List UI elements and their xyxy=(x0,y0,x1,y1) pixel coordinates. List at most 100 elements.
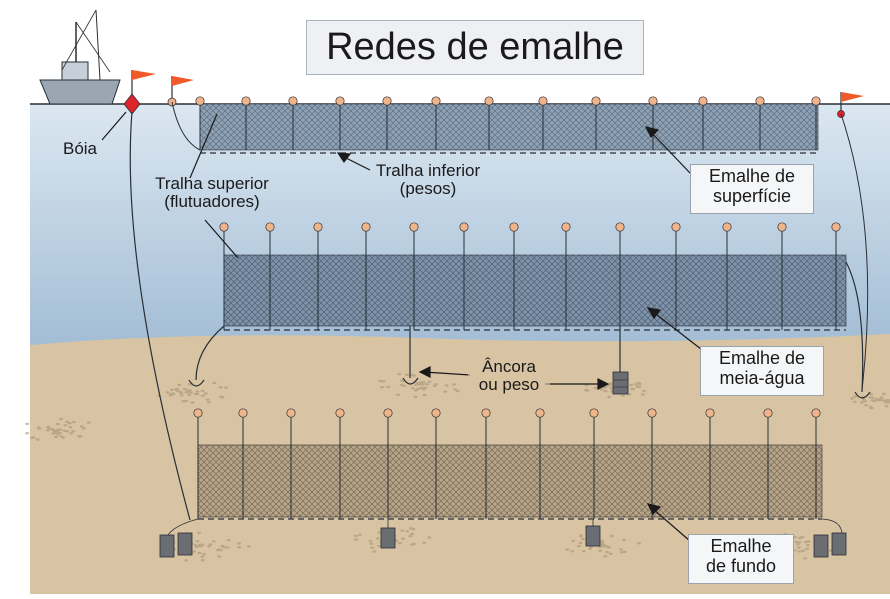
seabed-pebble xyxy=(199,545,203,547)
midwater-net-float xyxy=(723,223,731,231)
seabed-pebble xyxy=(642,390,646,392)
seabed-pebble xyxy=(247,545,251,547)
seabed-pebble xyxy=(227,539,231,541)
seabed-pebble xyxy=(219,549,223,551)
flag-left xyxy=(168,76,194,106)
bottom-net-label: Emalhe de fundo xyxy=(688,534,794,584)
seabed-pebble xyxy=(797,546,801,548)
seabed-pebble xyxy=(189,391,193,393)
top-line-label: Tralha superior (flutuadores) xyxy=(144,175,280,211)
seabed-pebble xyxy=(183,388,187,390)
top-line-label-line1: Tralha superior xyxy=(144,175,280,193)
seabed-pebble xyxy=(204,392,208,394)
seabed-pebble xyxy=(200,556,204,558)
seabed-pebble xyxy=(443,390,447,392)
bottom-net-float xyxy=(706,409,714,417)
seabed-pebble xyxy=(804,541,808,543)
seabed-pebble xyxy=(217,555,221,557)
midwater-net-float xyxy=(616,223,624,231)
seabed-pebble xyxy=(219,386,223,388)
seabed-pebble xyxy=(405,374,409,376)
seabed-pebble xyxy=(582,550,586,552)
seabed-pebble xyxy=(599,388,603,390)
seabed-pebble xyxy=(184,559,188,561)
surface-net-float xyxy=(432,97,440,105)
seabed-pebble xyxy=(370,543,374,545)
seabed-pebble xyxy=(422,542,426,544)
surface-net-float xyxy=(336,97,344,105)
seabed-pebble xyxy=(577,545,581,547)
seabed-pebble xyxy=(414,396,418,398)
midwater-net-float xyxy=(562,223,570,231)
seabed-pebble xyxy=(622,539,626,541)
buoy-label-text: Bóia xyxy=(63,139,97,158)
seabed-pebble xyxy=(56,423,60,425)
anchor-label-line1: Âncora xyxy=(468,358,550,376)
seabed-pebble xyxy=(379,380,383,382)
seabed-pebble xyxy=(46,429,50,431)
seabed-pebble xyxy=(880,397,884,399)
seabed-pebble xyxy=(607,546,611,548)
seabed-pebble xyxy=(416,388,420,390)
seabed-pebble xyxy=(358,534,362,536)
seabed-pebble xyxy=(609,553,613,555)
seabed-pebble xyxy=(195,390,199,392)
seabed-pebble xyxy=(885,405,889,407)
bottom-net-float xyxy=(764,409,772,417)
seabed-pebble xyxy=(192,550,196,552)
seabed-pebble xyxy=(59,435,63,437)
bottom-net-float xyxy=(384,409,392,417)
seabed-pebble xyxy=(635,385,639,387)
diagram-title: Redes de emalhe xyxy=(326,26,624,69)
seabed-pebble xyxy=(607,396,611,398)
seabed-pebble xyxy=(54,436,58,438)
seabed-pebble xyxy=(621,395,625,397)
midwater-net-float xyxy=(510,223,518,231)
seabed-pebble xyxy=(428,381,432,383)
seabed-pebble xyxy=(869,406,873,408)
surface-net-label-line2: superfície xyxy=(697,187,807,207)
seabed-pebble xyxy=(170,389,174,391)
surface-net-float xyxy=(289,97,297,105)
seabed-pebble xyxy=(201,390,205,392)
seabed-pebble xyxy=(868,396,872,398)
bottom-net-float xyxy=(590,409,598,417)
seabed-pebble xyxy=(629,384,633,386)
seabed-pebble xyxy=(175,388,179,390)
seabed-pebble xyxy=(372,550,376,552)
seabed-pebble xyxy=(584,389,588,391)
seabed-pebble xyxy=(420,387,424,389)
seabed-pebble xyxy=(425,383,429,385)
seabed-pebble xyxy=(411,528,415,530)
top-line-label-line2: (flutuadores) xyxy=(144,193,280,211)
midwater-net-label-line1: Emalhe de xyxy=(707,349,817,369)
bottom-net-float xyxy=(287,409,295,417)
midwater-net-float xyxy=(266,223,274,231)
seabed-pebble xyxy=(56,429,60,431)
seabed-pebble xyxy=(410,533,414,535)
seabed-pebble xyxy=(179,391,183,393)
seabed-pebble xyxy=(71,430,75,432)
seabed-pebble xyxy=(191,401,195,403)
seabed-pebble xyxy=(386,386,390,388)
surface-net-float xyxy=(485,97,493,105)
seabed-pebble xyxy=(202,553,206,555)
seabed-pebble xyxy=(68,422,72,424)
bottom-net-float xyxy=(336,409,344,417)
seabed-pebble xyxy=(400,380,404,382)
surface-net-float xyxy=(539,97,547,105)
seabed-pebble xyxy=(605,551,609,553)
seabed-pebble xyxy=(369,540,373,542)
midwater-net-label-line2: meia-água xyxy=(707,369,817,389)
seabed-pebble xyxy=(860,401,864,403)
seabed-pebble xyxy=(453,388,457,390)
seabed-pebble xyxy=(58,432,62,434)
seabed-pebble xyxy=(565,548,569,550)
bottom-net-float xyxy=(194,409,202,417)
seabed-pebble xyxy=(69,426,73,428)
seabed-pebble xyxy=(634,383,638,385)
surface-net-float xyxy=(196,97,204,105)
seabed-pebble xyxy=(212,382,216,384)
midwater-net-float xyxy=(362,223,370,231)
